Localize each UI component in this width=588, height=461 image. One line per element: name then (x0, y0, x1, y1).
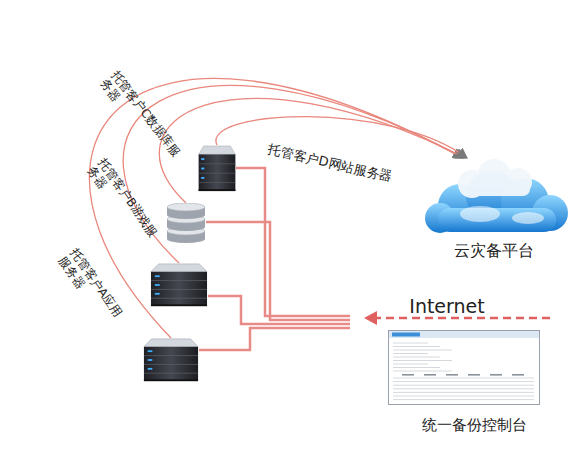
cable (199, 328, 350, 350)
cable (206, 222, 350, 320)
console-node: 统一备份控制台 (388, 330, 540, 405)
server-illustration (150, 263, 208, 307)
network-label: Internet (409, 295, 484, 317)
server-illustration (198, 145, 236, 192)
node-label: 统一备份控制台 (422, 416, 527, 434)
server-node: 托管客户A应用 服务器 (143, 338, 199, 382)
backup-arrow (159, 98, 465, 203)
node-label: 托管客户A应用 服务器 (55, 246, 125, 328)
server-node: 托管客户B游戏服 务器 (150, 263, 208, 307)
cloud-node: 云灾备平台 (420, 158, 572, 238)
cloud-illustration (420, 158, 572, 238)
cable-bundle (199, 168, 350, 350)
database-illustration (166, 203, 206, 243)
node-label: 托管客户D网站服务器 (266, 141, 393, 185)
backup-arrow (123, 85, 464, 263)
database-node: 托管客户C数据库服 务器 (166, 203, 206, 243)
node-label: 云灾备平台 (454, 241, 534, 260)
cable (236, 168, 350, 316)
arrow-head (364, 311, 377, 325)
server-illustration (143, 338, 199, 382)
node-label: 托管客户C数据库服 务器 (97, 68, 184, 168)
server-node: 托管客户D网站服务器 (198, 145, 236, 192)
console-screenshot (388, 330, 540, 405)
cable (208, 296, 350, 324)
node-label: 托管客户B游戏服 务器 (84, 156, 160, 248)
internet-dashed-arrow (376, 317, 550, 320)
backup-arrow (216, 117, 467, 158)
